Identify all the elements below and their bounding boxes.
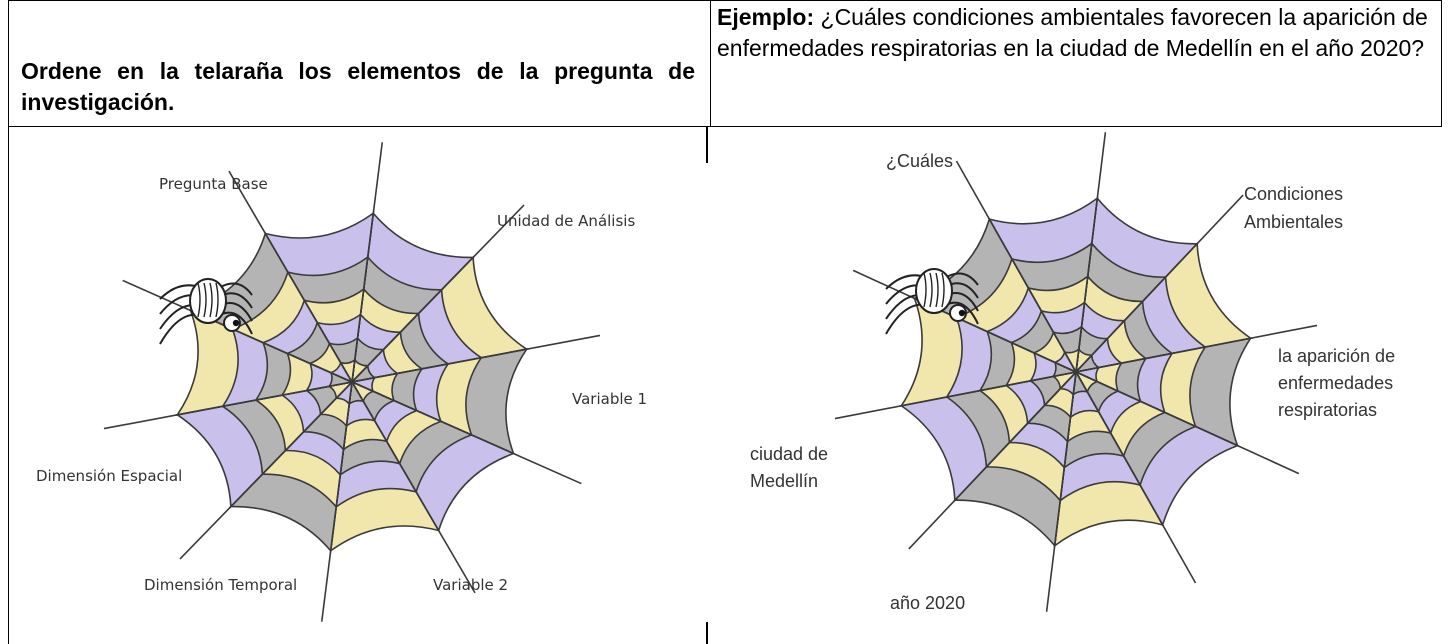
example-text: Ejemplo: ¿Cuáles condiciones ambientales… bbox=[717, 2, 1431, 64]
table-divider-bottom bbox=[706, 622, 708, 644]
table-divider-top bbox=[706, 127, 708, 163]
label-variable-2: Variable 2 bbox=[433, 576, 508, 594]
table-left-border bbox=[8, 127, 9, 644]
left-spider-icon bbox=[159, 278, 253, 345]
label-dimension-temporal: Dimensión Temporal bbox=[144, 576, 297, 594]
label-dimension-espacial: Dimensión Espacial bbox=[36, 467, 182, 485]
label-variable-1: Variable 1 bbox=[572, 390, 647, 408]
label-pregunta-base: Pregunta Base bbox=[159, 175, 268, 193]
label-cuales: ¿Cuáles bbox=[886, 151, 953, 171]
right-web-graphic bbox=[834, 132, 1318, 612]
right-spider-icon bbox=[885, 268, 979, 335]
label-unidad-analisis: Unidad de Análisis bbox=[497, 212, 635, 230]
label-condiciones-2: Ambientales bbox=[1244, 212, 1343, 232]
instruction-text: Ordene en la telaraña los elementos de l… bbox=[21, 58, 695, 115]
label-aparicion-3: respiratorias bbox=[1278, 400, 1377, 420]
example-label: Ejemplo: bbox=[717, 4, 815, 30]
example-cell: Ejemplo: ¿Cuáles condiciones ambientales… bbox=[710, 0, 1442, 127]
label-aparicion-2: enfermedades bbox=[1278, 373, 1393, 393]
label-anio-2020: año 2020 bbox=[890, 593, 965, 613]
left-spider-web-diagram: Pregunta Base Unidad de Análisis Variabl… bbox=[36, 142, 647, 622]
label-ciudad-2: Medellín bbox=[750, 471, 818, 491]
label-aparicion-1: la aparición de bbox=[1278, 346, 1395, 366]
right-spider-web-diagram: ¿Cuáles Condiciones Ambientales la apari… bbox=[750, 132, 1395, 613]
instruction-cell: Ordene en la telaraña los elementos de l… bbox=[8, 0, 710, 127]
label-ciudad-1: ciudad de bbox=[750, 444, 828, 464]
label-condiciones-1: Condiciones bbox=[1244, 184, 1343, 204]
example-question: ¿Cuáles condiciones ambientales favorece… bbox=[717, 4, 1428, 61]
